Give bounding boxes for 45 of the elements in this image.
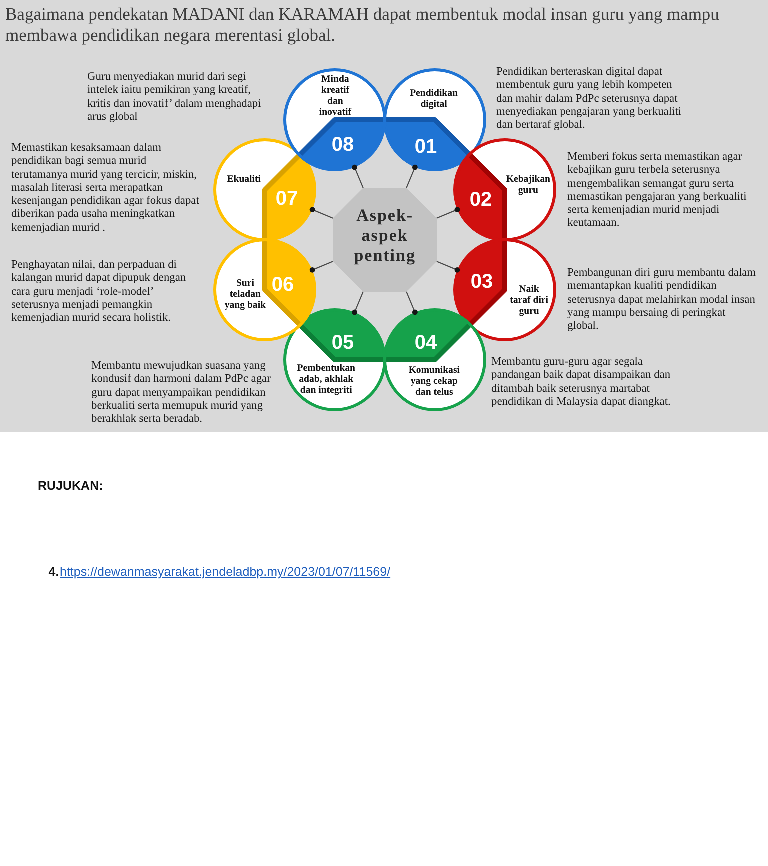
description-text: Guru menyediakan murid dari segi intelek iaitu pemikiran yang kreatif, kritis dan inovatif’ dalam menghadapi arus global [88,71,262,124]
connector-line [406,164,418,188]
aspect-label: Naik taraf diri guru [509,284,550,317]
aspect-label: Ekualiti [226,174,262,185]
connector-line [436,207,460,219]
connector-line [310,261,334,273]
aspect-circle [213,238,317,342]
aspect-label: Kebajikan guru [505,174,552,196]
step-number: 04 [414,331,438,355]
connector-line [406,292,418,316]
aspect-circle [383,68,487,172]
connector-line [352,292,364,316]
reference-link: https://dewanmasyarakat.jendeladbp.my/2023/01/07/11569/ [60,565,391,580]
aspect-circle [453,138,557,242]
hub-octagon [333,188,437,292]
aspect-label: Komunikasi yang cekap dan telus [408,365,461,398]
step-number: 06 [270,273,296,297]
step-number: 07 [274,187,300,211]
aspect-label: Suri teladan yang baik [224,278,267,311]
title-text: Bagaimana pendekatan MADANI dan KARAMAH dapat membentuk modal insan guru yang mampu membawa pendidikan negara merentasi global. [6,4,720,46]
description-text: Memastikan kesaksamaan dalam pendidikan bagi semua murid terutamanya murid yang tercicir, miskin, masalah literasi serta merapatkan kesenjangan pendidikan agar fokus dapat diberikan pada usaha meningkatkan kemenjadian murid . [12,142,200,236]
connector-line [310,207,334,219]
description-text: Membantu guru-guru agar segala pandangan baik dapat disampaikan dan ditambah baik seterusnya martabat pendidikan di Malaysia dapat diangkat. [492,356,672,410]
description-text: Pembangunan diri guru membantu dalam memantapkan kualiti pendidikan seterusnya dapat melahirkan modal insan yang mampu bersaing di peringkat global. [568,267,758,334]
step-number: 02 [468,188,494,212]
aspect-circle [213,138,317,242]
hub-label: Aspek-aspek penting [354,206,417,266]
references-heading: RUJUKAN: [38,479,104,494]
description-text: Memberi fokus serta memastikan agar kebajikan guru terbela seterusnya mengembalikan semangat guru serta memastikan pengajaran yang berkualiti serta kemenjadian murid menjadi keutamaan. [568,151,748,231]
step-number: 05 [330,331,356,355]
description-text: Pendidikan berteraskan digital dapat membentuk guru yang lebih kompeten dan mahir dalam PdPc seterusnya dapat menyediakan pengajaran yang berkualiti dan bertaraf global. [496,66,683,132]
aspect-label: Minda kreatif dan inovatif [318,74,352,118]
aspect-circle [453,238,557,342]
connector-line [352,164,364,188]
description-text: Membantu mewujudkan suasana yang kondusif dan harmoni dalam PdPc agar guru dapat menyampaikan pendidikan berkualiti serta memupuk murid yang berakhlak serta beradab. [92,360,272,426]
aspect-circle [283,68,387,172]
connector-line [436,261,460,273]
aspect-label: Pembentukan adab, akhlak dan integriti [296,363,356,396]
step-number: 03 [470,270,494,294]
description-text: Penghayatan nilai, dan perpaduan di kalangan murid dapat dipupuk dengan cara guru menjadi ‘role-model’ seterusnya menjadi pemangkin kemenjadian murid secara holistik. [12,259,188,326]
aspect-label: Pendidikan digital [410,88,459,110]
step-number: 08 [330,133,356,157]
aspect-circle [383,308,487,412]
step-number: 01 [414,135,438,159]
aspect-circle [283,308,387,412]
